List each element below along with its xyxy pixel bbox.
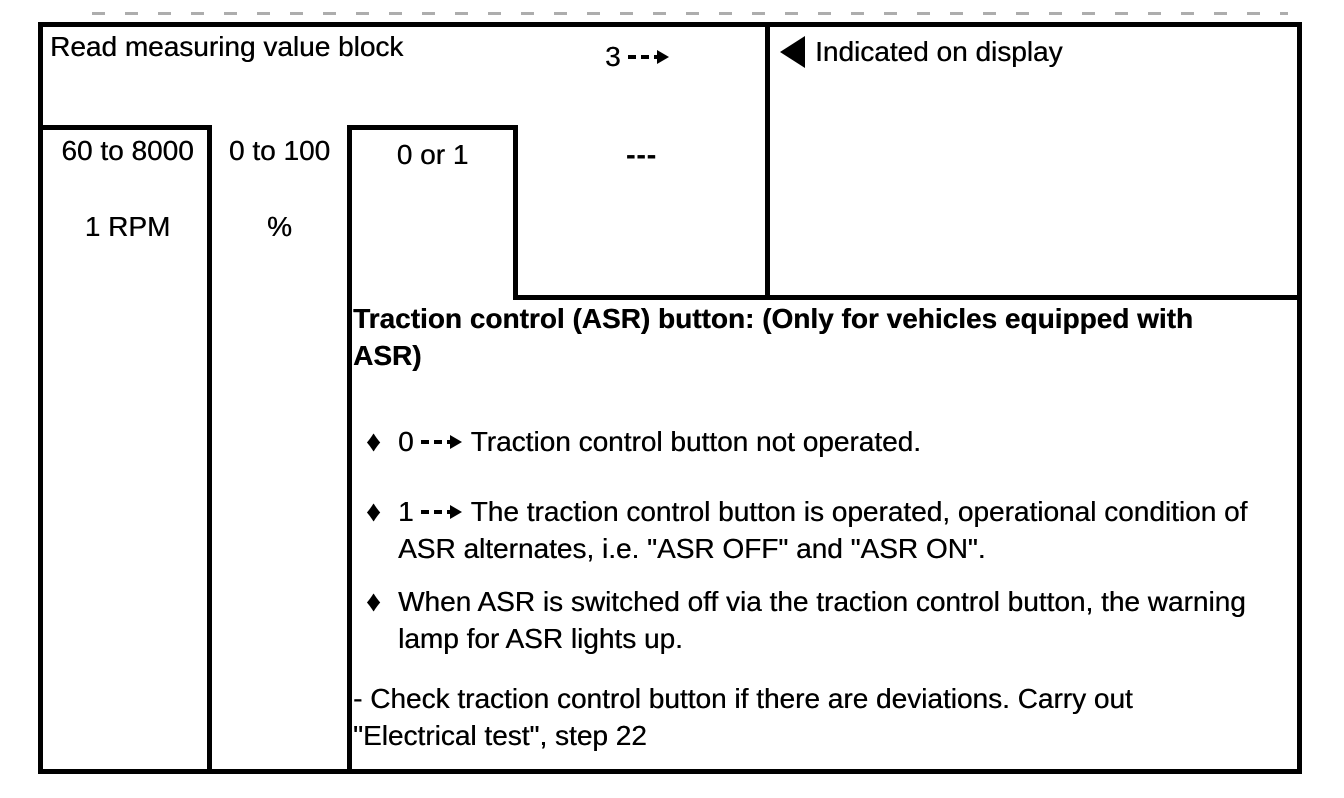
col2-unit: %	[267, 211, 292, 242]
detail-heading: Traction control (ASR) button: (Only for…	[353, 300, 1297, 374]
bullet-line2: lamp for ASR lights up.	[398, 623, 683, 654]
diamond-bullet-icon: ♦	[366, 586, 381, 618]
check-action-line1: - Check traction control button if there…	[353, 683, 1133, 714]
left-triangle-icon	[780, 36, 805, 68]
bullet-value: 0	[398, 426, 414, 457]
value-box-right-border	[513, 125, 518, 300]
dashed-right-arrow-icon	[420, 505, 462, 519]
bullet-line1: 1 The traction control button is operated…	[398, 493, 1297, 530]
dashed-right-arrow-icon	[420, 435, 462, 449]
value-box-top-border	[347, 125, 518, 130]
detail-heading-line1: Traction control (ASR) button: (Only for…	[353, 303, 1194, 334]
bullet-item: ♦ 1 The traction control button is operat…	[353, 493, 1297, 567]
diamond-bullet-icon: ♦	[366, 496, 381, 528]
display-note-label: Indicated on display	[815, 36, 1063, 67]
check-action-line2: "Electrical test", step 22	[353, 720, 647, 751]
col2-range: 0 to 100	[228, 135, 331, 166]
col1-top-border	[43, 125, 212, 130]
measuring-value-table: Read measuring value block 3 Indicated o…	[38, 22, 1302, 774]
divider-col2-detail	[347, 125, 352, 769]
display-cell-bottom-border	[513, 295, 1297, 300]
col4-range: ---	[626, 139, 657, 170]
display-note-cell: Indicated on display	[780, 36, 1063, 68]
block-number: 3	[605, 43, 678, 71]
bullet-text: The traction control button is operated,…	[470, 496, 1248, 527]
detail-heading-line2: ASR)	[353, 340, 422, 371]
divider-col1-col2	[207, 125, 212, 769]
bullet-item: ♦ When ASR is switched off via the tract…	[353, 583, 1297, 657]
scan-noise-artifact	[92, 12, 1288, 15]
bullet-line2: ASR alternates, i.e. "ASR OFF" and "ASR …	[398, 533, 986, 564]
bullet-value: 1	[398, 496, 414, 527]
divider-display-cell	[765, 27, 770, 300]
table-title: Read measuring value block	[50, 31, 404, 62]
col1-range: 60 to 8000	[61, 135, 194, 166]
diamond-bullet-icon: ♦	[366, 426, 381, 458]
bullet-line1: 0 Traction control button not operated.	[398, 426, 921, 457]
bullet-text: Traction control button not operated.	[470, 426, 921, 457]
bullet-item: ♦ 0 Traction control button not operated.	[353, 423, 1297, 460]
block-number-value: 3	[605, 41, 621, 72]
check-action-note: - Check traction control button if there…	[353, 680, 1297, 754]
bullet-line1: When ASR is switched off via the tractio…	[398, 586, 1246, 617]
dashed-right-arrow-icon	[627, 50, 669, 64]
col3-range: 0 or 1	[396, 139, 469, 170]
col1-unit: 1 RPM	[84, 211, 171, 242]
